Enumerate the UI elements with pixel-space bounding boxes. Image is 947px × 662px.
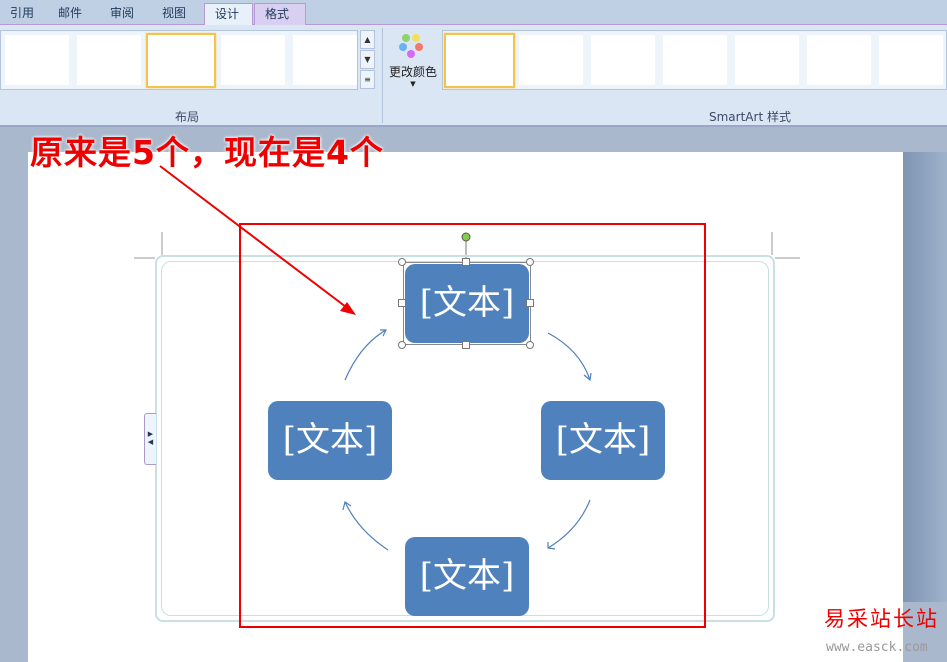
cycle-arrow (547, 332, 591, 381)
change-colors-button[interactable]: 更改颜色 ▼ (386, 30, 440, 100)
style-gallery (442, 30, 947, 90)
resize-handle[interactable] (526, 341, 534, 349)
watermark-name: 易采站长站 (824, 607, 939, 631)
cycle-arrow (547, 499, 591, 549)
layout-group-label: 布局 (175, 110, 200, 124)
resize-handle[interactable] (462, 258, 470, 266)
style-intense[interactable] (735, 35, 799, 85)
tab-review[interactable]: 审阅 (110, 6, 135, 20)
tab-mailings[interactable]: 邮件 (58, 6, 83, 20)
layout-cycle-selected[interactable] (146, 33, 216, 88)
smartart-frame[interactable] (155, 255, 775, 622)
tab-design[interactable]: 设计 (204, 3, 253, 26)
tab-format[interactable]: 格式 (254, 3, 306, 25)
cycle-node-right[interactable]: [文本] (541, 401, 665, 480)
ribbon: ▲ ▼ ≡ 布局 更改颜色 ▼ SmartArt 样式 (0, 25, 947, 127)
tab-references[interactable]: 引用 (10, 6, 35, 20)
layout-gallery (0, 30, 358, 90)
resize-handle[interactable] (398, 341, 406, 349)
layout-block-cycle[interactable] (221, 35, 285, 85)
layout-text-cycle[interactable] (77, 35, 141, 85)
group-divider (382, 28, 383, 123)
style-simple-fill-selected[interactable] (444, 33, 515, 88)
style-3d-inset[interactable] (879, 35, 943, 85)
cycle-node-top[interactable]: [文本] (405, 264, 529, 343)
dropdown-arrow-icon: ▼ (410, 80, 416, 88)
resize-handle[interactable] (526, 258, 534, 266)
style-subtle[interactable] (591, 35, 655, 85)
style-moderate[interactable] (663, 35, 727, 85)
annotation-text: 原来是5个，现在是4个 (30, 133, 384, 172)
resize-handle[interactable] (398, 299, 406, 307)
gallery-scroll-down[interactable]: ▼ (360, 50, 375, 69)
cycle-node-left[interactable]: [文本] (268, 401, 392, 480)
style-3d-polished[interactable] (807, 35, 871, 85)
resize-handle[interactable] (526, 299, 534, 307)
palette-icon (399, 34, 423, 58)
document-scroll-area (903, 152, 947, 602)
styles-group-label: SmartArt 样式 (709, 110, 791, 124)
gallery-more[interactable]: ≡ (360, 70, 375, 89)
cycle-arrow (344, 329, 387, 381)
tab-view[interactable]: 视图 (162, 6, 187, 20)
resize-handle[interactable] (398, 258, 406, 266)
ribbon-tabs: 引用 邮件 审阅 视图 设计 格式 (0, 0, 947, 26)
gallery-scroll-up[interactable]: ▲ (360, 30, 375, 49)
layout-segmented-cycle[interactable] (293, 35, 357, 85)
cycle-arrow (344, 501, 389, 551)
cycle-node-bottom[interactable]: [文本] (405, 537, 529, 616)
change-colors-label: 更改颜色 (388, 65, 437, 79)
rotate-handle (461, 232, 471, 242)
resize-handle[interactable] (462, 341, 470, 349)
layout-basic-cycle[interactable] (5, 35, 69, 85)
style-white-outline[interactable] (519, 35, 583, 85)
watermark-url: www.easck.com (826, 640, 928, 655)
annotation-highlight-box (239, 223, 706, 628)
text-pane-toggle[interactable]: ▶◀ (144, 413, 156, 465)
